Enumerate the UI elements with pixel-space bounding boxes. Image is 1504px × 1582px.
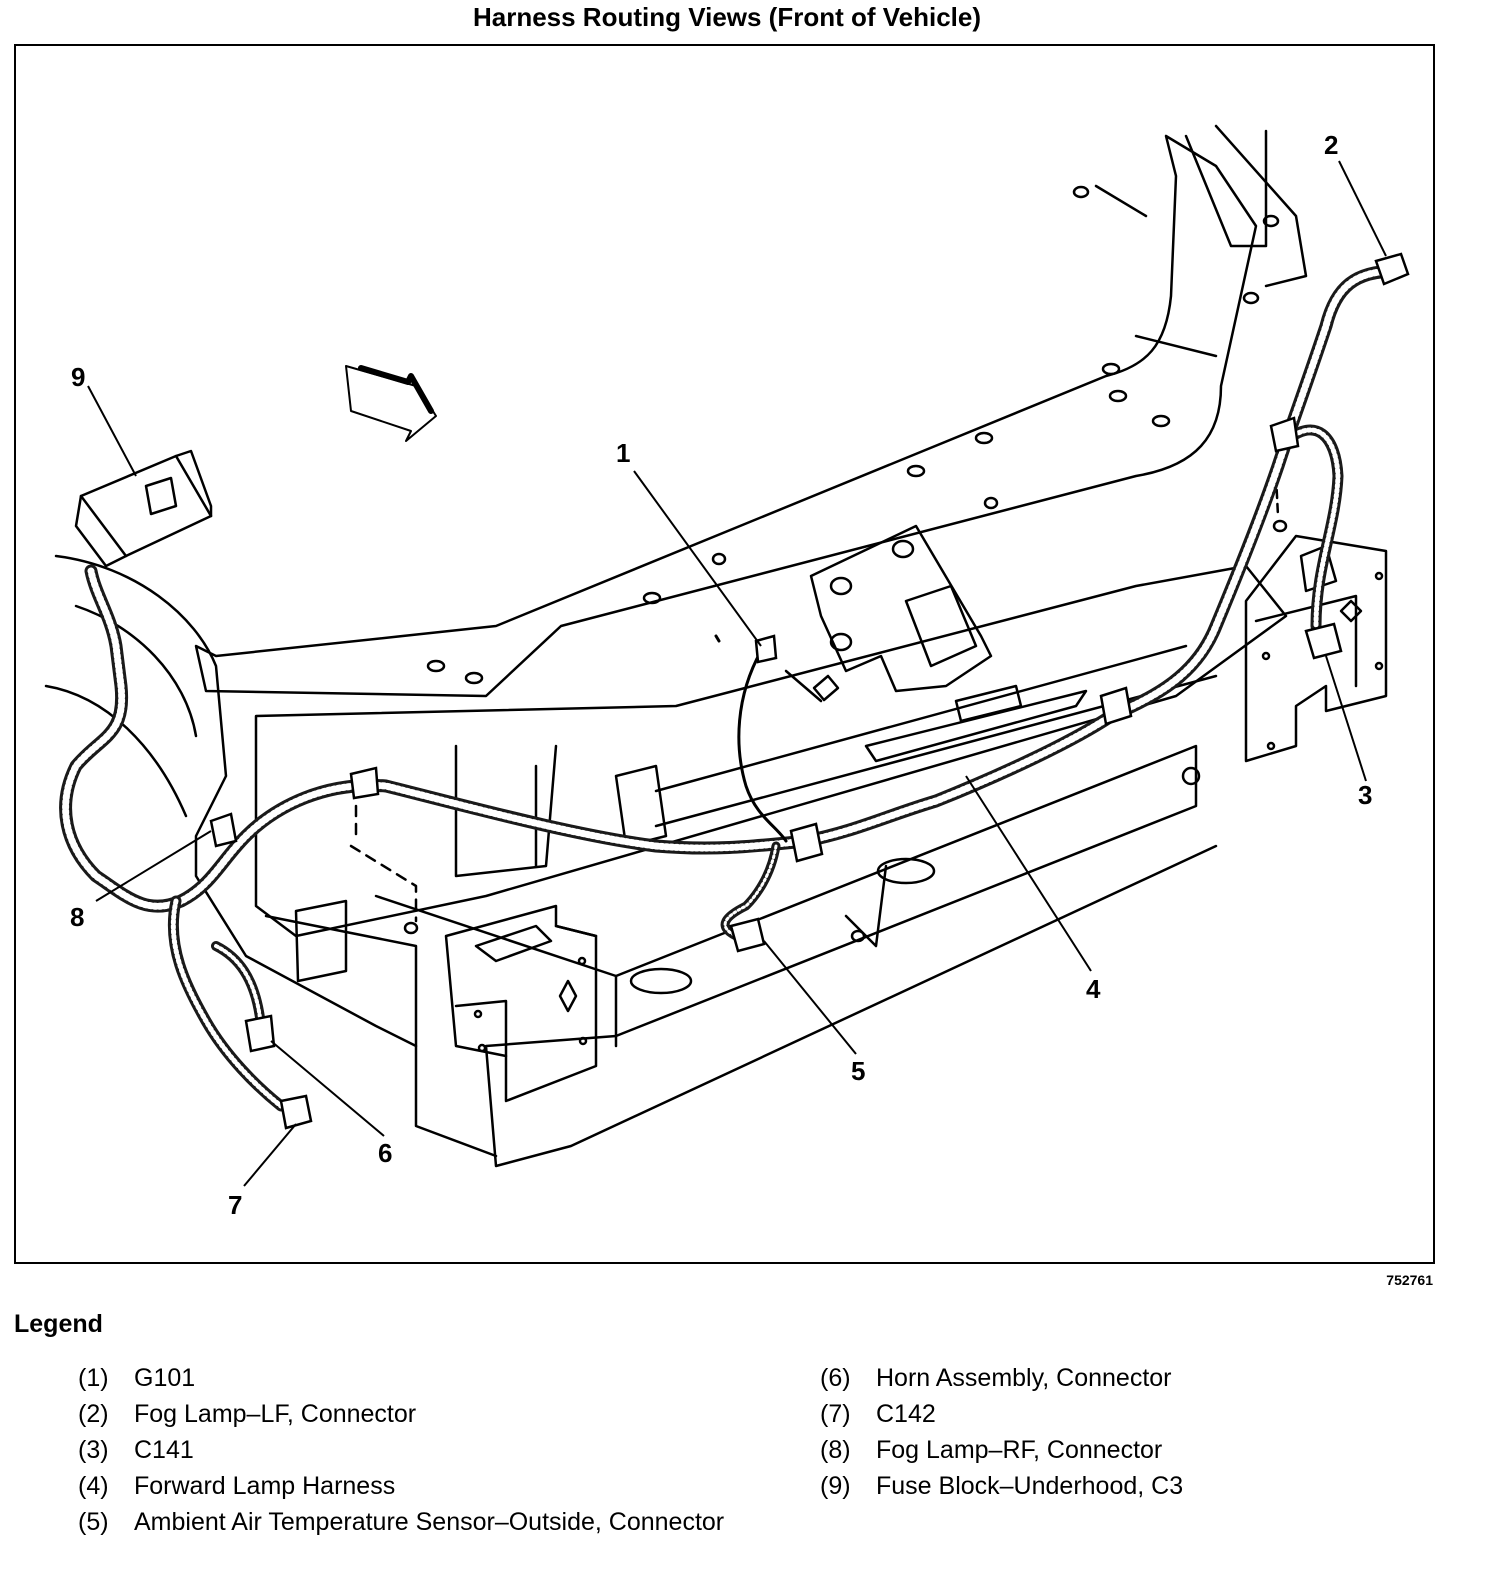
legend-text: C141 bbox=[134, 1436, 194, 1464]
legend-item: (2) Fog Lamp–LF, Connector bbox=[78, 1396, 728, 1432]
legend-item: (5) Ambient Air Temperature Sensor–Outsi… bbox=[78, 1504, 728, 1540]
diagram-title: Harness Routing Views (Front of Vehicle) bbox=[472, 2, 982, 32]
callout-1: 1 bbox=[616, 438, 630, 468]
connector-clip-left bbox=[349, 766, 380, 800]
legend-number: (1) bbox=[78, 1364, 109, 1392]
upper-radiator-support bbox=[194, 134, 1258, 698]
fuse-block bbox=[79, 454, 213, 558]
legend-text: C142 bbox=[876, 1400, 936, 1428]
lower-tie-bar bbox=[254, 564, 1288, 938]
support-inner-edge bbox=[1134, 334, 1218, 358]
legend-number: (3) bbox=[78, 1436, 109, 1464]
legend-number: (4) bbox=[78, 1472, 109, 1500]
forward-lamp-harness bbox=[59, 264, 1403, 913]
leader-1 bbox=[633, 470, 762, 647]
hood-latch-bracket bbox=[809, 524, 993, 693]
horn-connector-branch bbox=[211, 941, 266, 1031]
callout-7: 7 bbox=[228, 1190, 242, 1220]
legend-item: (9) Fuse Block–Underhood, C3 bbox=[820, 1468, 1440, 1504]
left-lamp-bracket bbox=[444, 904, 598, 1103]
connector-ambient-sensor bbox=[729, 917, 766, 953]
horn-branch bbox=[167, 895, 287, 1112]
legend-number: (7) bbox=[820, 1400, 851, 1428]
callout-5: 5 bbox=[851, 1056, 865, 1086]
legend-heading: Legend bbox=[14, 1310, 103, 1338]
legend-number: (9) bbox=[820, 1472, 851, 1500]
leader-7 bbox=[243, 1123, 297, 1187]
ground-bolt bbox=[784, 669, 840, 703]
legend-text: G101 bbox=[134, 1364, 196, 1392]
harness-routing-illustration: 1 2 3 4 5 6 7 8 9 bbox=[44, 124, 1410, 1220]
callout-4: 4 bbox=[1086, 974, 1101, 1004]
connector-clip-center bbox=[789, 822, 824, 863]
leader-2 bbox=[1338, 160, 1387, 257]
legend-text: Horn Assembly, Connector bbox=[876, 1364, 1172, 1392]
connector-lf-fog bbox=[1374, 252, 1410, 286]
legend-text: Ambient Air Temperature Sensor–Outside, … bbox=[134, 1508, 725, 1536]
callout-3: 3 bbox=[1358, 780, 1372, 810]
connector-g101 bbox=[754, 634, 778, 664]
connector-c142 bbox=[279, 1094, 313, 1130]
legend-text: Forward Lamp Harness bbox=[134, 1472, 396, 1500]
leader-5 bbox=[763, 940, 857, 1055]
leader-8 bbox=[95, 830, 212, 902]
connector-rf-fog bbox=[209, 812, 238, 848]
legend-item: (7) C142 bbox=[820, 1396, 1440, 1432]
callout-9: 9 bbox=[71, 362, 85, 392]
connector-clip-right bbox=[1099, 686, 1133, 726]
connector-horn bbox=[244, 1014, 276, 1053]
horn-dashes bbox=[349, 804, 418, 923]
support-left-edge bbox=[1094, 184, 1148, 218]
connector-clip-upper bbox=[1269, 416, 1300, 453]
callout-2: 2 bbox=[1324, 130, 1338, 160]
support-top-rail bbox=[1214, 124, 1308, 288]
support-holes bbox=[426, 185, 1280, 685]
legend-item: (4) Forward Lamp Harness bbox=[78, 1468, 728, 1504]
leader-9 bbox=[87, 385, 137, 477]
leader-6 bbox=[270, 1040, 385, 1137]
callout-6: 6 bbox=[378, 1138, 392, 1168]
legend-item: (1) G101 bbox=[78, 1360, 728, 1396]
leader-4 bbox=[965, 775, 1092, 972]
legend-number: (8) bbox=[820, 1436, 851, 1464]
callout-8: 8 bbox=[70, 902, 84, 932]
legend-column-right: (6) Horn Assembly, Connector (7) C142 (8… bbox=[820, 1360, 1440, 1504]
legend-number: (6) bbox=[820, 1364, 851, 1392]
legend-number: (5) bbox=[78, 1508, 109, 1536]
legend-text: Fog Lamp–RF, Connector bbox=[876, 1436, 1163, 1464]
legend-item: (6) Horn Assembly, Connector bbox=[820, 1360, 1440, 1396]
support-front-edge bbox=[1184, 129, 1268, 248]
connector-c141 bbox=[1304, 622, 1343, 660]
ground-wire bbox=[737, 649, 788, 843]
legend-column-left: (1) G101 (2) Fog Lamp–LF, Connector (3) … bbox=[78, 1360, 728, 1540]
left-side-bracket bbox=[54, 554, 498, 1158]
legend-text: Fuse Block–Underhood, C3 bbox=[876, 1472, 1184, 1500]
legend-item: (8) Fog Lamp–RF, Connector bbox=[820, 1432, 1440, 1468]
legend-text: Fog Lamp–LF, Connector bbox=[134, 1400, 417, 1428]
leader-3 bbox=[1325, 655, 1367, 782]
diagram-figure: 1 2 3 4 5 6 7 8 9 bbox=[14, 44, 1435, 1264]
legend-number: (2) bbox=[78, 1400, 109, 1428]
legend-item: (3) C141 bbox=[78, 1432, 728, 1468]
right-lamp-bracket bbox=[1244, 534, 1388, 763]
figure-id: 752761 bbox=[1386, 1272, 1433, 1288]
